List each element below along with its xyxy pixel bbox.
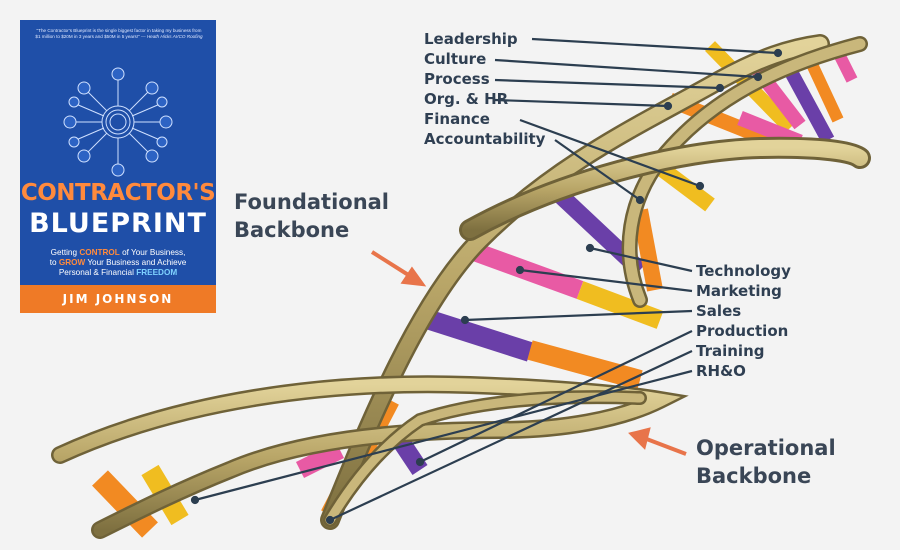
leader-technology: [589, 246, 693, 273]
book-title-line1: CONTRACTOR'S: [20, 180, 216, 206]
book-subtitle: Getting CONTROL of Your Business, to GRO…: [30, 248, 206, 278]
book-quote-attribution: — Heath Hicks AVCO Roofing: [140, 34, 203, 39]
operational-arrow-shaft: [643, 436, 687, 456]
rung: [295, 441, 345, 479]
leader-leadership: [531, 37, 779, 55]
foundational-backbone-line2: Backbone: [234, 218, 350, 242]
subtitle-part: Getting: [50, 248, 80, 257]
leader-dot: [635, 195, 645, 205]
rung: [527, 340, 643, 390]
foundational-arrow-shaft: [370, 250, 412, 278]
leader-dot: [715, 83, 725, 93]
leader-culture: [494, 58, 759, 79]
blueprint-wheel-icon: [63, 67, 173, 177]
label-culture: Culture: [424, 50, 487, 68]
leader-lines: [190, 37, 783, 525]
leader-rho: [194, 369, 693, 502]
subtitle-control: CONTROL: [79, 248, 120, 257]
leader-marketing: [519, 268, 693, 293]
backbones: [51, 34, 871, 539]
operational-arrow-head: [628, 427, 651, 450]
rung: [632, 208, 663, 292]
label-technology: Technology: [696, 262, 791, 280]
foundational-backbone-label: Foundational Backbone: [234, 188, 389, 244]
subtitle-part: Personal & Financial: [58, 268, 137, 277]
label-org-hr: Org. & HR: [424, 90, 509, 108]
subtitle-part: to: [49, 258, 59, 267]
subtitle-part: of Your Business,: [119, 248, 186, 257]
rung: [92, 470, 158, 538]
foundational-arrow-head: [400, 266, 427, 287]
label-accountability: Accountability: [424, 130, 546, 148]
operational-backbone-strand-face: [53, 377, 681, 537]
leader-dot: [460, 315, 470, 325]
book-quote: "The Contractor's Blueprint is the singl…: [34, 28, 204, 40]
subtitle-freedom: FREEDOM: [136, 268, 178, 277]
book-title-line2: BLUEPRINT: [29, 208, 207, 239]
rung: [804, 57, 844, 123]
foundational-backbone-line1: Foundational: [234, 190, 390, 214]
label-sales: Sales: [696, 302, 742, 320]
leader-dot: [585, 243, 595, 253]
operational-backbone-line1: Operational: [696, 436, 836, 460]
rung: [426, 310, 534, 362]
leader-dot: [753, 72, 763, 82]
leader-process: [494, 78, 721, 90]
book-quote-text: "The Contractor's Blueprint is the singl…: [35, 28, 202, 39]
rung: [576, 281, 664, 329]
label-training: Training: [696, 342, 765, 360]
leader-production: [419, 330, 693, 463]
book-author: JIM JOHNSON: [20, 285, 216, 313]
leader-training: [329, 350, 693, 521]
book-cover: "The Contractor's Blueprint is the singl…: [20, 20, 216, 313]
subtitle-part: Your Business and Achieve: [85, 258, 187, 267]
leader-dot: [663, 101, 673, 111]
leader-accountability: [554, 139, 641, 201]
subtitle-grow: GROW: [58, 258, 86, 267]
label-finance: Finance: [424, 110, 490, 128]
label-marketing: Marketing: [696, 282, 782, 300]
leader-dot: [695, 181, 705, 191]
rung: [783, 66, 835, 144]
leader-finance: [519, 118, 701, 188]
leader-dot: [515, 265, 525, 275]
lower-strand-face: [325, 392, 645, 525]
operational-backbone-label: Operational Backbone: [696, 434, 836, 490]
upper-cross-band-face: [462, 139, 868, 238]
arrows: [370, 250, 687, 456]
operational-backbone-line2: Backbone: [696, 464, 812, 488]
leader-dot: [773, 48, 783, 58]
leader-org-hr: [494, 98, 669, 108]
label-process: Process: [424, 70, 490, 88]
label-leadership: Leadership: [424, 30, 518, 48]
leader-sales: [464, 309, 693, 322]
leader-dot: [325, 515, 335, 525]
label-rho: RH&O: [696, 362, 746, 380]
leader-dot: [415, 457, 425, 467]
leader-dot: [190, 495, 200, 505]
label-production: Production: [696, 322, 789, 340]
